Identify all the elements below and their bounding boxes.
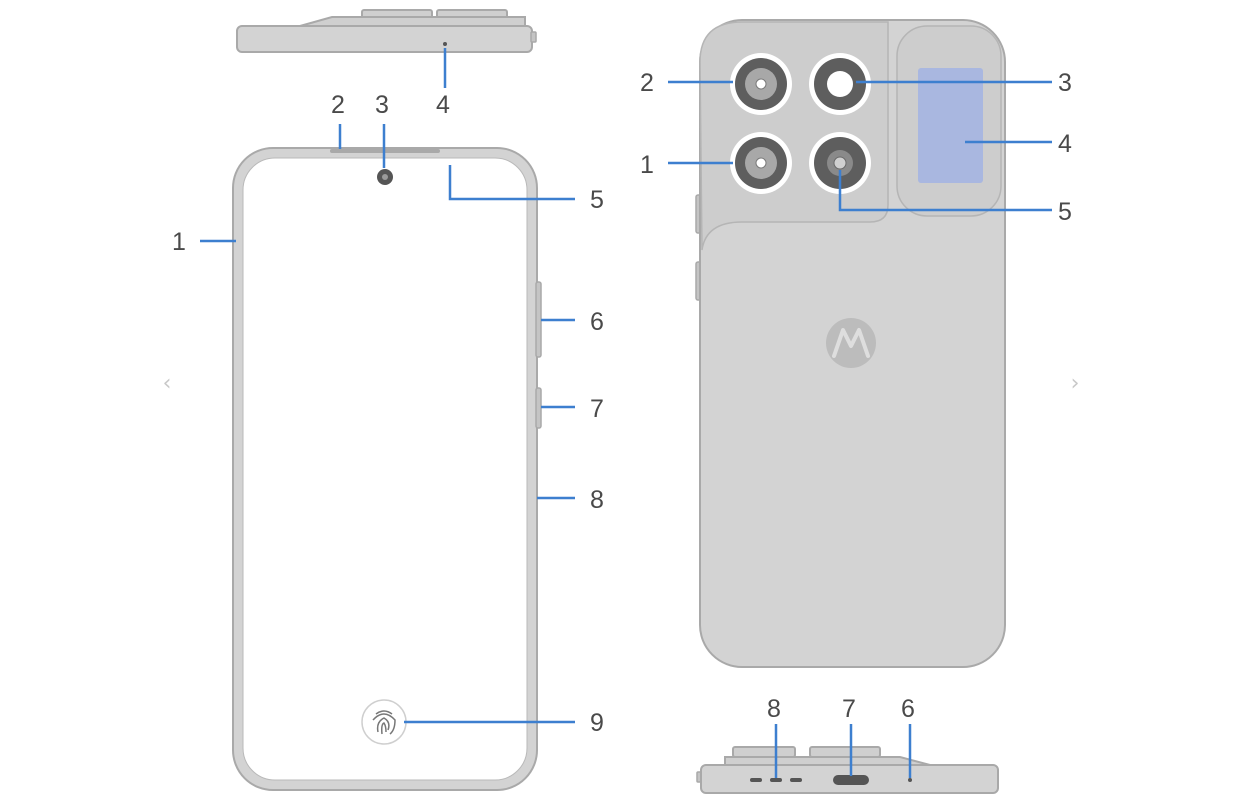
bottom-microphone — [908, 778, 912, 782]
leader-front-5 — [448, 165, 575, 201]
chevron-right-icon[interactable]: › — [1070, 370, 1080, 396]
motorola-logo — [826, 318, 876, 368]
back-view: 2 3 1 4 5 — [640, 19, 1072, 668]
label-front-3: 3 — [375, 91, 389, 119]
bottom-edge-camera-bump — [724, 756, 931, 766]
chevron-left-icon[interactable]: ‹ — [162, 370, 172, 396]
label-front-9: 9 — [590, 709, 604, 737]
label-front-7: 7 — [590, 395, 604, 423]
label-bottom-7: 7 — [842, 695, 856, 723]
camera-lens-1 — [730, 132, 792, 194]
label-front-4: 4 — [436, 91, 450, 119]
camera-lens-2 — [730, 53, 792, 115]
speaker-slot-2 — [770, 778, 782, 782]
camera-module — [699, 21, 889, 251]
label-front-8: 8 — [590, 486, 604, 514]
front-view: 1 2 3 4 5 6 7 8 9 — [172, 91, 604, 791]
camera-lens-5 — [809, 132, 871, 194]
flash-panel — [918, 68, 983, 183]
leader-back-5 — [838, 170, 1052, 212]
label-front-6: 6 — [590, 308, 604, 336]
label-bottom-8: 8 — [767, 695, 781, 723]
top-edge-body — [236, 25, 533, 53]
volume-button — [535, 281, 542, 358]
bottom-edge-button-left — [732, 746, 796, 758]
label-back-3: 3 — [1058, 69, 1072, 97]
label-back-5: 5 — [1058, 198, 1072, 226]
label-back-2: 2 — [640, 69, 654, 97]
power-button — [535, 387, 542, 429]
speaker-slot-1 — [750, 778, 762, 782]
front-screen — [242, 157, 528, 781]
top-edge-camera-bump — [299, 16, 526, 27]
speaker-slot-3 — [790, 778, 802, 782]
top-edge-side-tab — [530, 31, 537, 43]
bottom-edge-button-right — [809, 746, 881, 758]
top-edge-view — [236, 9, 537, 88]
fingerprint-icon — [361, 699, 407, 745]
label-front-2: 2 — [331, 91, 345, 119]
top-edge-microphone — [443, 42, 447, 46]
bottom-edge-view: 8 7 6 — [696, 695, 999, 794]
label-back-1: 1 — [640, 151, 654, 179]
label-back-4: 4 — [1058, 130, 1072, 158]
front-camera-lens — [382, 174, 388, 180]
camera-lens-3 — [809, 53, 871, 115]
usb-c-port — [833, 775, 869, 785]
label-front-5: 5 — [590, 186, 604, 214]
label-front-1: 1 — [172, 228, 186, 256]
label-bottom-6: 6 — [901, 695, 915, 723]
